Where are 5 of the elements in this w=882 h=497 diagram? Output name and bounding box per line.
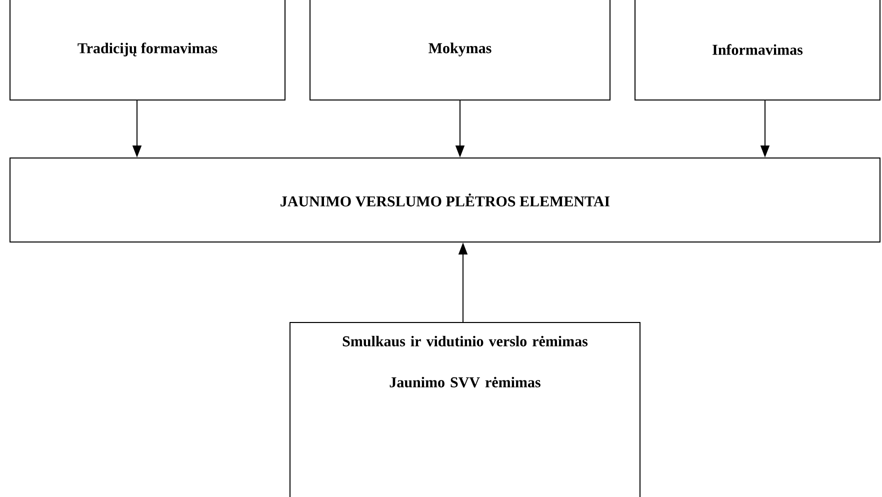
category-box: Tradicijų formavimas <box>10 0 286 100</box>
support-box: Smulkaus ir vidutinio verslo rėmimas Jaunimo SVV rėmimas <box>290 322 640 497</box>
category-box: Informavimas <box>634 0 880 100</box>
category-box: Mokymas <box>310 0 610 100</box>
main-box: JAUNIMO VERSLUMO PLĖTROS ELEMENTAI <box>10 158 880 242</box>
